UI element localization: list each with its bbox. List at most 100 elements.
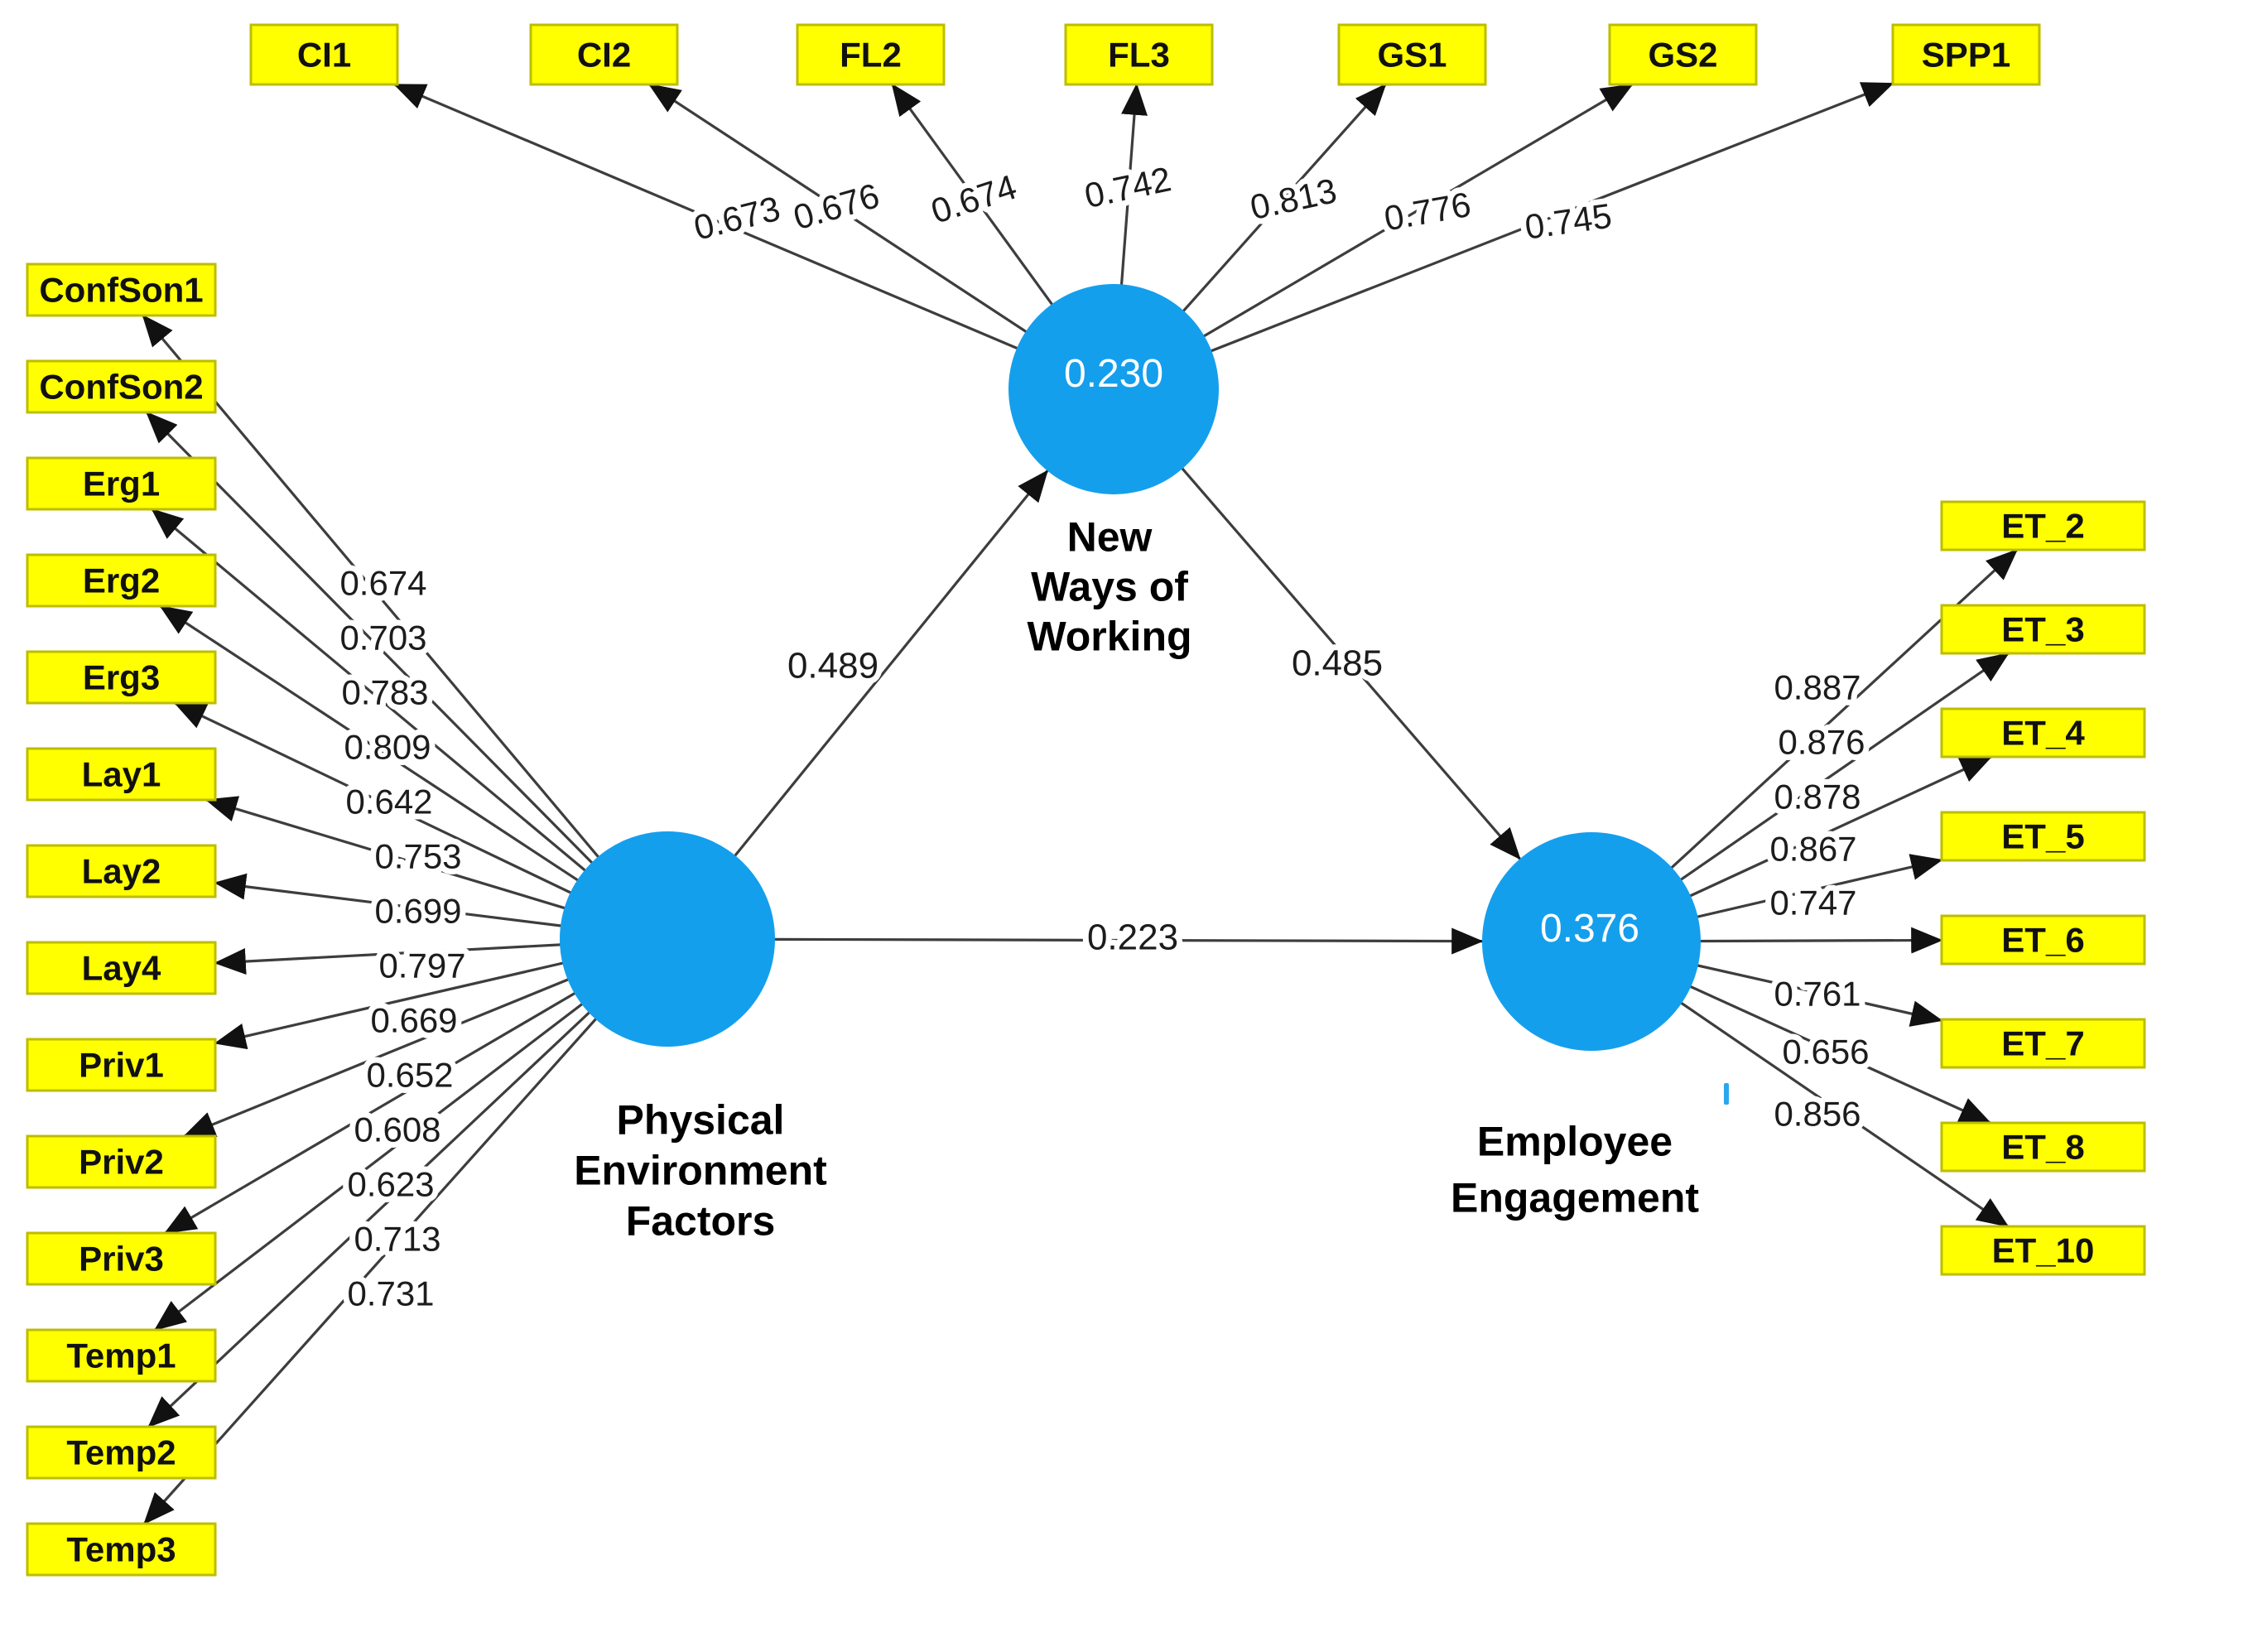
latent-name-pef: Physical <box>617 1097 785 1144</box>
indicator-label-Erg2: Erg2 <box>83 561 160 600</box>
indicator-label-ConfSon1: ConfSon1 <box>39 271 203 310</box>
indicator-box-FL2 <box>796 23 946 86</box>
indicator-label-GS1: GS1 <box>1377 36 1447 75</box>
loading-label-pef-temp2: 0.713 <box>354 1220 440 1259</box>
indicator-label-ET_10: ET_10 <box>1992 1231 2095 1270</box>
latent-name-ee: Engagement <box>1451 1175 1699 1221</box>
indicator-label-CI1: CI1 <box>297 36 351 75</box>
loading-label-ee-et3: 0.876 <box>1778 723 1865 762</box>
latent-circle-ee <box>1482 832 1701 1051</box>
indicator-label-FL2: FL2 <box>840 36 902 75</box>
path-arrow-pef-confson2 <box>146 411 669 941</box>
loading-label-ee-et6: 0.747 <box>1769 884 1856 922</box>
indicator-label-Lay1: Lay1 <box>82 755 161 794</box>
indicator-box-CI1 <box>249 23 399 86</box>
indicator-label-Temp3: Temp3 <box>66 1530 176 1569</box>
indicator-box-GS1 <box>1337 23 1487 86</box>
indicator-box-ET_2 <box>1940 500 2146 551</box>
loading-label-pef-priv2: 0.652 <box>366 1056 453 1095</box>
indicator-label-Temp2: Temp2 <box>66 1433 176 1472</box>
indicator-box-ET_4 <box>1940 707 2146 759</box>
path-arrow-nww-ci1 <box>392 83 1114 391</box>
loading-label-nww-ci1: 0.673 <box>690 189 783 248</box>
latent-circle-nww <box>1008 284 1219 494</box>
indicator-label-Priv3: Priv3 <box>79 1240 164 1279</box>
latent-name-pef: Factors <box>626 1198 776 1245</box>
loading-label-pef-erg3: 0.642 <box>345 783 432 821</box>
indicator-box-GS2 <box>1608 23 1758 86</box>
loading-label-pef-confson2: 0.703 <box>339 619 426 657</box>
indicator-box-Temp2 <box>26 1425 217 1480</box>
loading-label-ee-et10: 0.856 <box>1774 1095 1860 1134</box>
indicator-box-Lay4 <box>26 941 217 995</box>
path-coefficient-label-pef-ee: 0.223 <box>1087 917 1178 957</box>
loading-label-ee-et8: 0.656 <box>1782 1033 1869 1072</box>
indicator-box-FL3 <box>1064 23 1214 86</box>
loading-label-nww-fl2: 0.674 <box>927 167 1021 231</box>
loading-label-nww-gs2: 0.776 <box>1381 185 1474 238</box>
indicator-box-ET_8 <box>1940 1121 2146 1173</box>
indicator-label-ET_2: ET_2 <box>2001 507 2084 546</box>
path-arrow-pef-erg1 <box>151 508 669 941</box>
indicator-label-Temp1: Temp1 <box>66 1337 176 1375</box>
path-coefficient-label-nww-ee: 0.485 <box>1292 643 1383 683</box>
indicator-label-ET_7: ET_7 <box>2001 1024 2084 1063</box>
indicator-label-ET_4: ET_4 <box>2001 714 2085 753</box>
loading-label-ee-et7: 0.761 <box>1774 975 1860 1014</box>
loading-label-pef-lay4: 0.797 <box>378 946 465 985</box>
indicator-box-Priv1 <box>26 1038 217 1092</box>
stray-mark <box>1724 1083 1729 1105</box>
indicator-box-ET_7 <box>1940 1018 2146 1069</box>
loading-label-pef-priv3: 0.608 <box>354 1110 440 1149</box>
indicator-box-SPP1 <box>1891 23 2041 86</box>
indicator-label-GS2: GS2 <box>1648 36 1717 75</box>
loading-label-pef-temp1: 0.623 <box>347 1165 434 1204</box>
indicator-box-Priv2 <box>26 1134 217 1189</box>
indicator-box-Erg1 <box>26 456 217 511</box>
path-arrow-nww-spp1 <box>1113 82 1894 391</box>
loading-label-nww-fl3: 0.742 <box>1081 159 1175 215</box>
indicator-box-Priv3 <box>26 1231 217 1286</box>
loading-label-ee-et2: 0.887 <box>1774 668 1860 707</box>
indicator-box-Temp1 <box>26 1328 217 1383</box>
loading-label-pef-temp3: 0.731 <box>347 1274 434 1313</box>
path-coefficient-label-pef-nww: 0.489 <box>787 645 879 686</box>
indicator-label-ET_3: ET_3 <box>2001 610 2084 649</box>
indicator-box-Temp3 <box>26 1522 217 1577</box>
loading-label-ee-et5: 0.867 <box>1769 830 1856 869</box>
loading-label-pef-priv1: 0.669 <box>370 1001 457 1040</box>
indicator-label-ET_5: ET_5 <box>2001 817 2084 856</box>
indicator-label-ET_8: ET_8 <box>2001 1128 2084 1167</box>
indicator-label-ConfSon2: ConfSon2 <box>39 368 203 407</box>
path-arrow-pef-temp3 <box>143 937 669 1525</box>
loading-label-pef-lay2: 0.699 <box>374 892 461 931</box>
path-arrow-pef-temp2 <box>147 937 669 1428</box>
latent-name-nww: Ways of <box>1031 564 1188 610</box>
indicator-label-Priv1: Priv1 <box>79 1046 164 1085</box>
indicator-label-Erg3: Erg3 <box>83 658 160 697</box>
loading-label-pef-erg2: 0.809 <box>344 728 431 767</box>
path-arrow-pef-ee <box>667 927 1484 955</box>
latent-layer: 0.230 0.376 <box>560 284 1701 1051</box>
latent-circle-pef <box>560 831 775 1047</box>
latent-value-nww: 0.230 <box>1064 352 1163 396</box>
loading-label-pef-confson1: 0.674 <box>339 564 426 603</box>
latent-value-ee: 0.376 <box>1540 907 1639 951</box>
indicator-box-Erg3 <box>26 650 217 705</box>
latent-name-nww: Working <box>1027 614 1191 660</box>
indicator-label-CI2: CI2 <box>577 36 631 75</box>
latent-name-pef: Environment <box>574 1148 827 1194</box>
indicator-box-ET_3 <box>1940 604 2146 655</box>
loading-label-pef-lay1: 0.753 <box>374 837 461 876</box>
latent-name-nww: New <box>1067 514 1153 561</box>
indicator-label-Lay2: Lay2 <box>82 852 161 891</box>
indicator-box-ET_10 <box>1940 1225 2146 1276</box>
path-arrow-pef-confson1 <box>142 314 669 941</box>
indicator-label-ET_6: ET_6 <box>2001 921 2084 960</box>
indicator-box-Erg2 <box>26 553 217 608</box>
indicator-label-FL3: FL3 <box>1108 36 1170 75</box>
indicator-box-ET_6 <box>1940 914 2146 966</box>
